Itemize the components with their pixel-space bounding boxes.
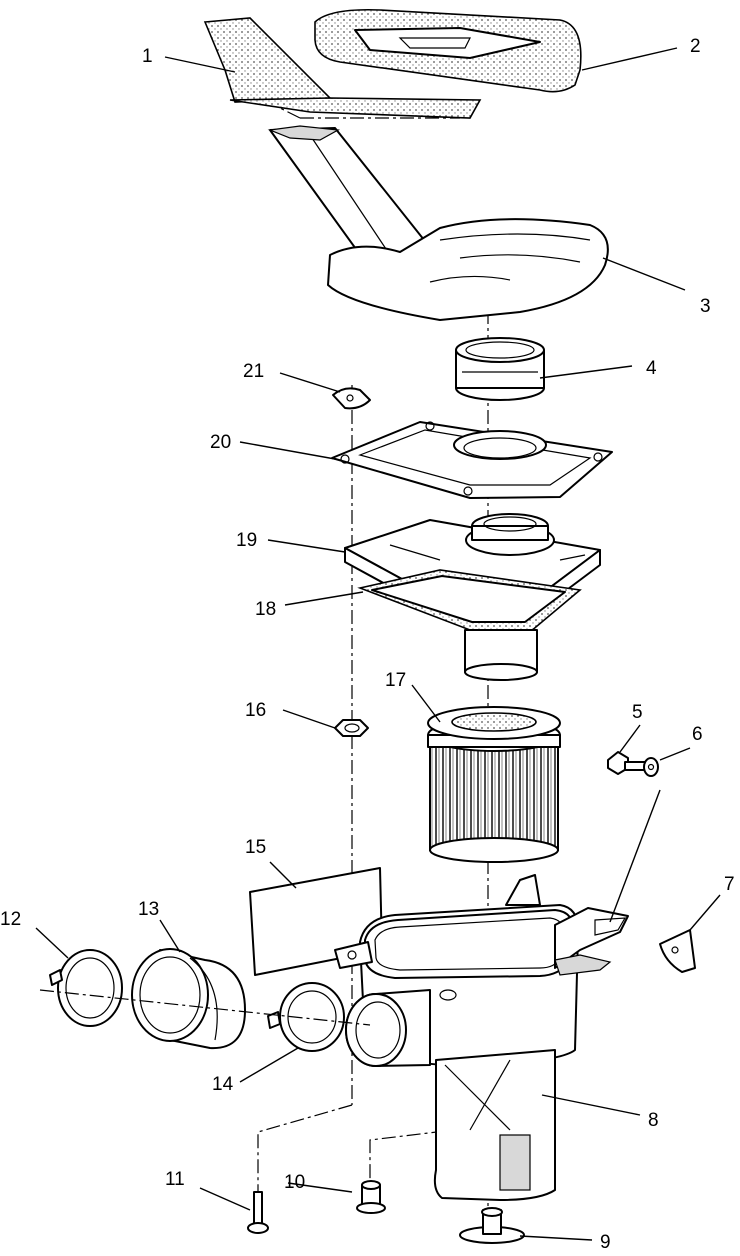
part-16-nut	[334, 719, 369, 737]
callout-13: 13	[138, 899, 159, 920]
outlet-tube	[464, 629, 538, 681]
part-2-foam-pad	[314, 8, 582, 93]
part-13-boot	[131, 948, 246, 1050]
callout-19: 19	[236, 530, 257, 551]
part-9-drain-valve	[459, 1207, 525, 1244]
callout-11: 11	[165, 1169, 185, 1190]
callout-2: 2	[690, 36, 701, 57]
part-3-intake-snorkel	[267, 125, 609, 321]
callout-9: 9	[600, 1232, 611, 1251]
part-21-clip	[332, 387, 371, 410]
callout-20: 20	[210, 432, 231, 453]
part-4-adapter-boot	[455, 337, 545, 401]
callout-3: 3	[700, 296, 711, 317]
part-5-screw	[607, 751, 646, 775]
part-14-clamp	[267, 982, 345, 1052]
leader-lines	[35, 47, 721, 1241]
callout-labels: 1 2 3 4 5 6 7 8 9 10 11 12 13 14 15 16 1…	[0, 36, 735, 1253]
callout-8: 8	[648, 1110, 659, 1131]
callout-1: 1	[142, 46, 153, 67]
part-1-decal	[203, 17, 482, 119]
callout-17: 17	[385, 670, 406, 691]
part-17-air-filter	[427, 706, 561, 863]
callout-15: 15	[245, 837, 266, 858]
part-10-grommet	[356, 1180, 386, 1214]
callout-12: 12	[0, 909, 21, 930]
part-7-bracket-clip	[659, 929, 696, 973]
callout-18: 18	[255, 599, 276, 620]
part-8-airbox-housing	[334, 874, 629, 1201]
callout-14: 14	[212, 1074, 234, 1095]
part-18-gasket	[357, 569, 582, 633]
part-12-clamp	[49, 949, 123, 1027]
callout-4: 4	[646, 358, 657, 379]
callout-6: 6	[692, 724, 703, 745]
part-6-washer	[643, 757, 659, 777]
part-11-bolt	[247, 1191, 269, 1234]
callout-16: 16	[245, 700, 266, 721]
callout-21: 21	[243, 361, 264, 382]
callout-7: 7	[724, 874, 735, 895]
callout-5: 5	[632, 702, 643, 723]
part-20-cover-plate	[331, 421, 613, 499]
callout-10: 10	[284, 1172, 305, 1193]
